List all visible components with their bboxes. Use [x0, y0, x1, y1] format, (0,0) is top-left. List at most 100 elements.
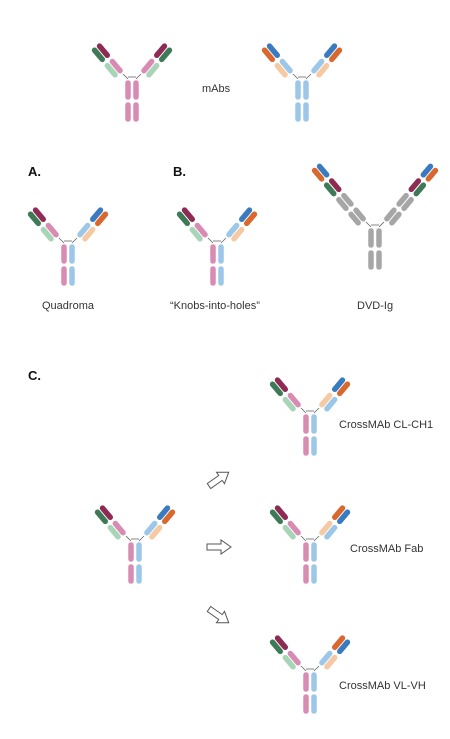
stem-left-upper: [302, 671, 310, 693]
hinge-left: [58, 237, 65, 244]
stem-left-lower: [367, 249, 375, 271]
stem-left-upper: [302, 541, 310, 563]
left-heavy-extra-1: [328, 177, 342, 193]
left-heavy-domain-1: [287, 392, 302, 408]
arrow-to-vl-vh: [206, 605, 230, 624]
stem-right-upper: [135, 541, 143, 563]
left-heavy-extra-2: [316, 163, 330, 179]
left-light-extra-2: [311, 167, 325, 183]
stem-left-upper: [60, 243, 68, 265]
right-heavy-domain-2: [331, 634, 346, 651]
arrow-right-icon: [206, 539, 232, 555]
stem-left-lower: [302, 563, 310, 585]
section-a-label: A.: [28, 164, 41, 179]
knobs-into-holes-antibody: [176, 206, 258, 287]
right-heavy-domain-1: [383, 207, 398, 222]
stem-right-lower: [217, 265, 225, 287]
dvd-ig-label: DVD-Ig: [357, 300, 394, 312]
left-heavy-domain-1: [109, 58, 124, 74]
right-light-extra-1: [413, 181, 427, 197]
right-light-domain-2: [158, 46, 173, 63]
left-heavy-domain-1: [194, 222, 209, 238]
hinge-right: [305, 73, 312, 80]
stem-left-upper: [209, 243, 217, 265]
crossmab-vl-vh-antibody: [269, 634, 351, 715]
stem-right-lower: [68, 265, 76, 287]
left-heavy-domain-2: [266, 42, 281, 59]
hinge-right: [220, 237, 227, 244]
left-light-domain-2: [269, 638, 284, 655]
stem-left-lower: [302, 693, 310, 715]
hinge-right: [313, 407, 320, 414]
crossmab-fab-antibody: [269, 504, 351, 585]
right-light-domain-1: [388, 211, 403, 227]
left-heavy-domain-2: [32, 206, 47, 223]
left-heavy-domain-1: [45, 222, 60, 238]
left-light-domain-2: [176, 210, 191, 227]
right-light-domain-1: [323, 654, 338, 671]
right-light-domain-2: [400, 196, 415, 212]
right-heavy-domain-1: [76, 222, 91, 238]
mabs-label: mAbs: [202, 83, 231, 95]
left-light-domain-1: [274, 62, 289, 79]
stem-right-lower: [310, 563, 318, 585]
arrow-to-fab: [206, 539, 232, 555]
left-light-domain-2: [261, 46, 276, 63]
right-light-domain-2: [243, 210, 258, 227]
right-light-domain-1: [81, 226, 96, 243]
dvd-ig-antibody: [311, 163, 439, 271]
left-heavy-domain-1: [352, 207, 367, 222]
right-light-domain-1: [315, 62, 330, 79]
stem-right-lower: [302, 101, 310, 123]
left-heavy-domain-2: [274, 376, 289, 393]
right-heavy-domain-2: [238, 206, 253, 223]
arrow-down-right-icon: [206, 605, 230, 624]
left-light-domain-1: [282, 654, 297, 671]
stem-left-upper: [367, 227, 375, 249]
left-light-domain-1: [107, 524, 122, 541]
arrow-to-cl-ch1: [206, 471, 230, 490]
section-c-label: C.: [28, 368, 41, 383]
left-heavy-domain-1: [287, 520, 302, 536]
crossmab-parent-antibody: [94, 504, 176, 585]
left-light-domain-2: [335, 196, 350, 212]
arrow-up-right-icon: [206, 471, 230, 490]
left-light-domain-1: [40, 226, 55, 243]
stem-right-lower: [310, 435, 318, 457]
knobs-into-holes-label: “Knobs-into-holes”: [170, 300, 260, 312]
stem-left-lower: [302, 435, 310, 457]
left-light-domain-1: [104, 62, 119, 79]
hinge-left: [122, 73, 129, 80]
stem-right-lower: [135, 563, 143, 585]
quadroma-label: Quadroma: [42, 300, 94, 312]
left-light-domain-2: [269, 508, 284, 525]
left-light-domain-1: [282, 396, 297, 413]
left-heavy-domain-2: [181, 206, 196, 223]
crossmab-cl-ch1-antibody: [269, 376, 351, 457]
right-light-domain-1: [148, 524, 163, 541]
right-light-domain-1: [323, 396, 338, 413]
mab-pink-antibody: [91, 42, 173, 123]
left-heavy-domain-1: [279, 58, 294, 74]
stem-right-lower: [132, 101, 140, 123]
crossmab-fab-label: CrossMAb Fab: [350, 543, 424, 555]
right-light-domain-2: [94, 210, 109, 227]
right-light-domain-2: [161, 508, 176, 525]
stem-left-lower: [124, 101, 132, 123]
stem-left-upper: [124, 79, 132, 101]
right-light-extra-2: [425, 167, 439, 183]
stem-right-upper: [302, 79, 310, 101]
hinge-left: [365, 221, 372, 228]
right-heavy-domain-2: [323, 42, 338, 59]
right-heavy-extra-2: [420, 163, 434, 179]
right-heavy-domain-2: [89, 206, 104, 223]
right-heavy-domain-1: [225, 222, 240, 238]
right-heavy-domain-1: [318, 520, 333, 536]
stem-left-lower: [294, 101, 302, 123]
left-light-domain-1: [347, 211, 362, 227]
right-heavy-domain-2: [331, 504, 346, 521]
left-light-domain-2: [27, 210, 42, 227]
left-heavy-domain-2: [99, 504, 114, 521]
stem-right-lower: [375, 249, 383, 271]
